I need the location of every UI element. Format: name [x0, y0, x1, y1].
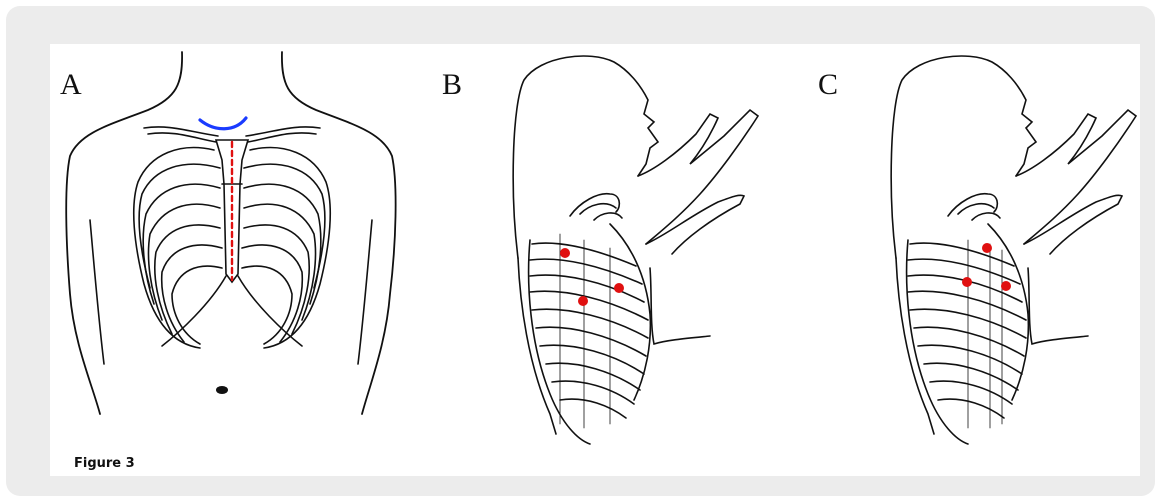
marker-b-3 [578, 296, 588, 306]
marker-c-1 [982, 243, 992, 253]
panel-c-drawing [891, 56, 1136, 444]
figure-caption: Figure 3 [74, 456, 135, 471]
umbilicus [216, 386, 228, 394]
figure-panel: A B C Figure 3 [50, 44, 1140, 476]
marker-b-2 [614, 283, 624, 293]
panel-b-drawing [513, 56, 758, 444]
marker-b-1 [560, 248, 570, 258]
panel-label-b: B [442, 68, 462, 102]
marker-c-3 [1001, 281, 1011, 291]
suprasternal-notch-mark [200, 118, 246, 129]
figure-frame: A B C Figure 3 [6, 6, 1155, 496]
marker-c-2 [962, 277, 972, 287]
panel-label-c: C [818, 68, 838, 102]
panel-label-a: A [60, 68, 82, 102]
anatomy-illustration [50, 44, 1140, 476]
